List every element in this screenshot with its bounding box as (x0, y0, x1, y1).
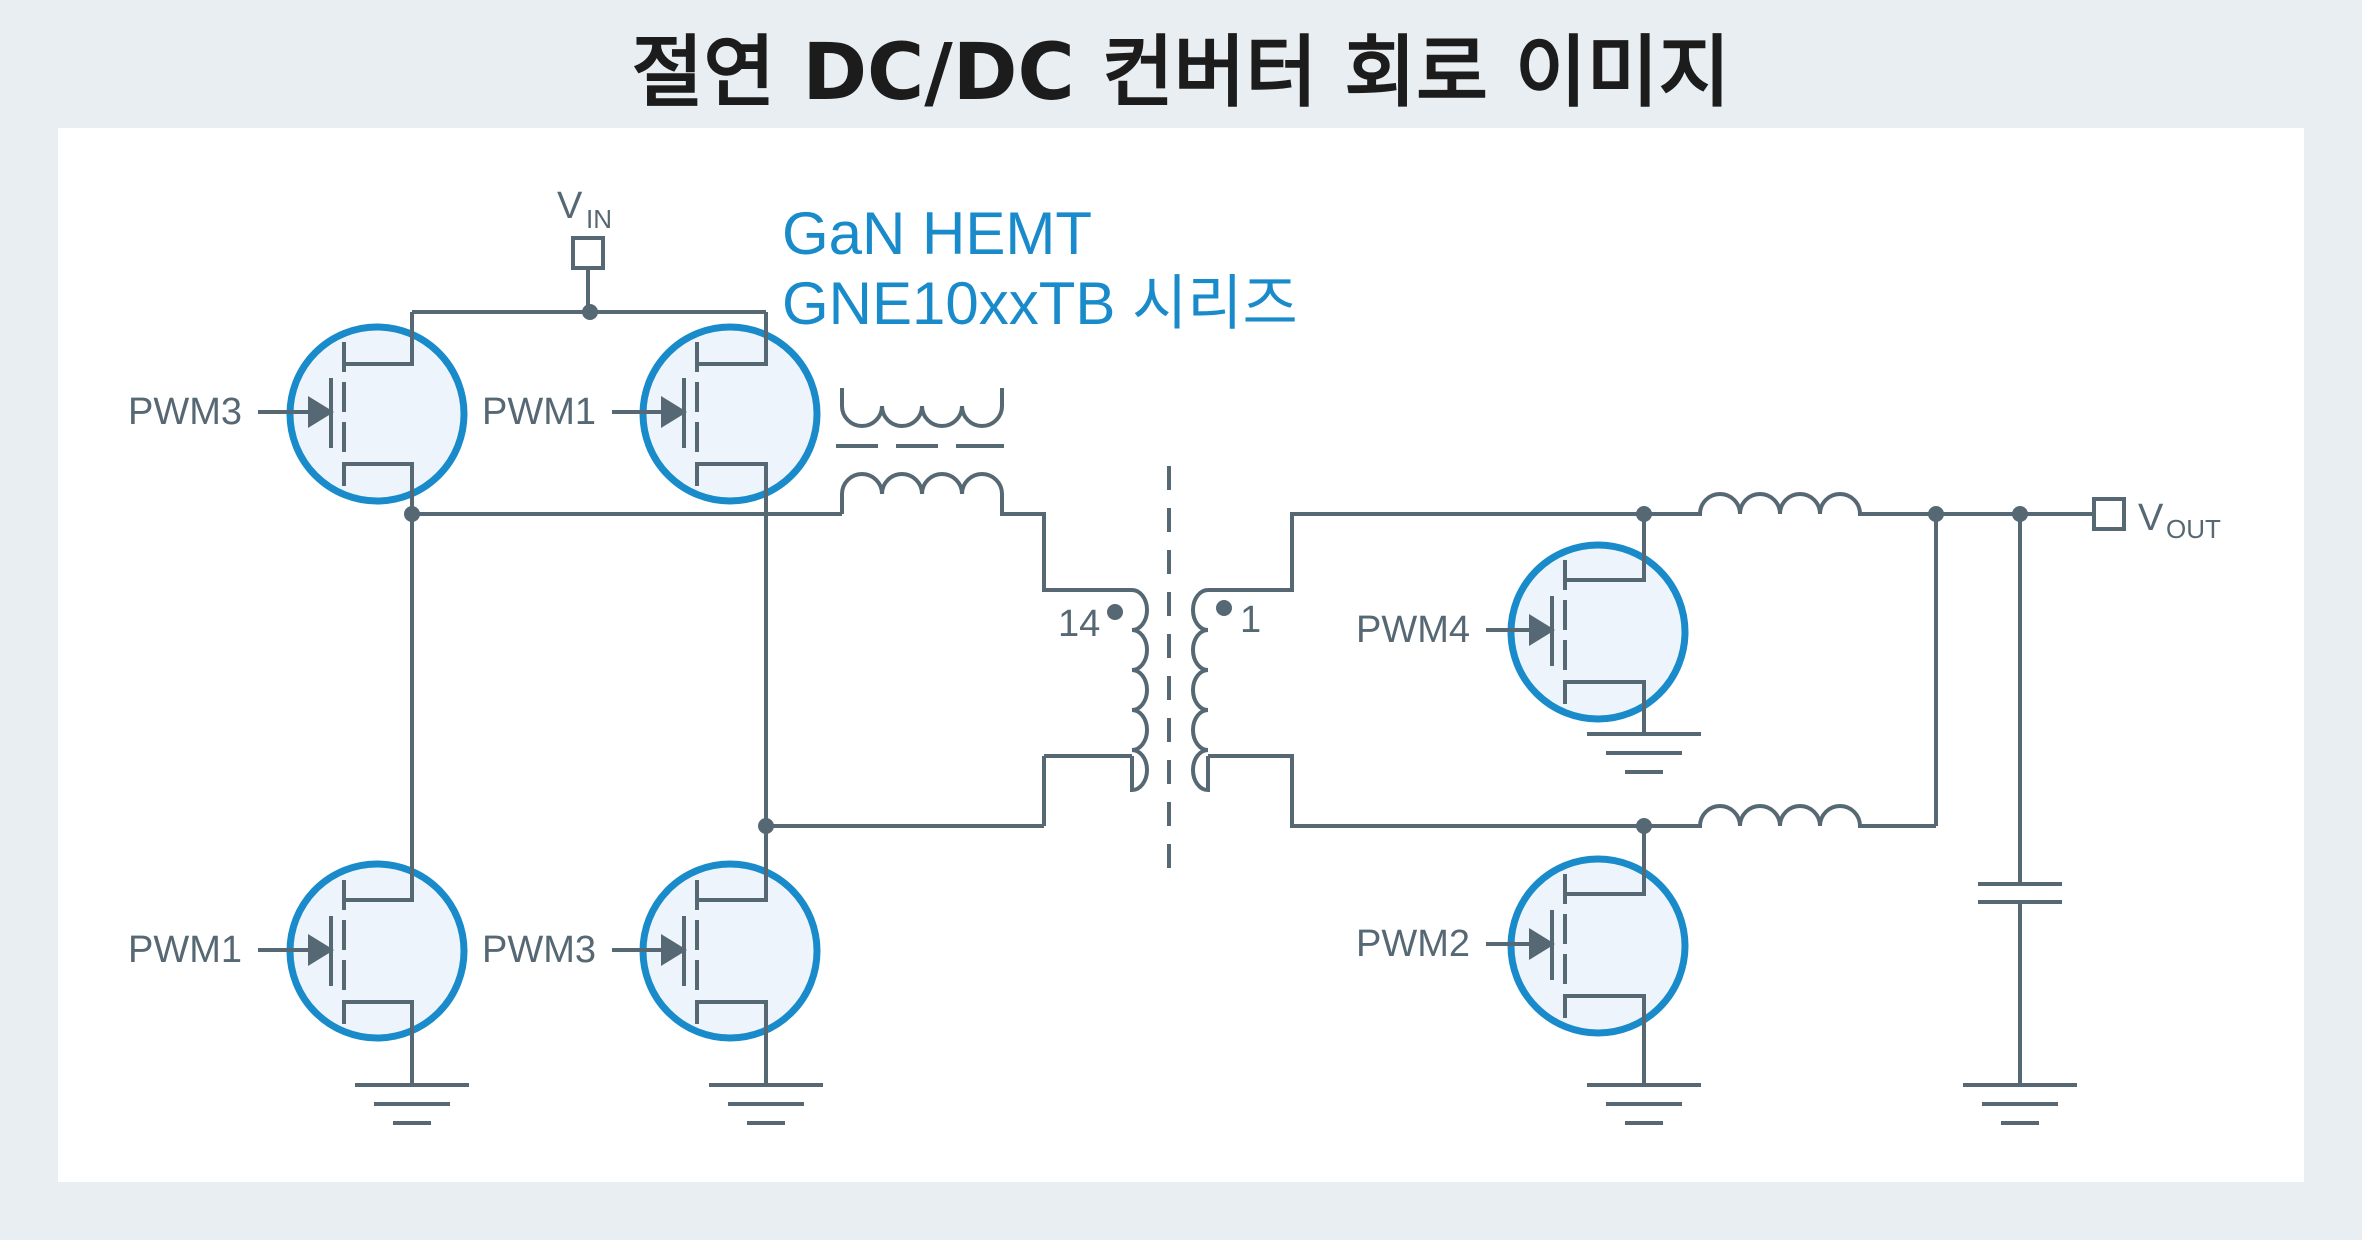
diagram-title: 절연 DC/DC 컨버터 회로 이미지 (631, 28, 1731, 118)
gate-label-q3: PWM1 (128, 929, 242, 971)
output-capacitor (1978, 514, 2062, 1085)
fet-secondary-top: PWM4 (1356, 514, 1689, 734)
fet-secondary-bottom: PWM2 (1356, 826, 1689, 1085)
fet-primary-top-left: PWM3 (128, 312, 468, 512)
vin-label-sub: IN (586, 204, 612, 234)
gate-label-q4: PWM3 (482, 929, 596, 971)
fet-primary-top-right: PWM1 (482, 312, 821, 512)
secondary-turns-label: 1 (1240, 599, 1261, 641)
vout-terminal: V OUT (2092, 497, 2221, 544)
fet-primary-bottom-right: PWM3 (482, 860, 821, 1085)
device-label-line1: GaN HEMT (782, 200, 1092, 267)
fet-primary-bottom-left: PWM1 (128, 860, 468, 1085)
gate-label-q1: PWM3 (128, 391, 242, 433)
gate-label-q6: PWM2 (1356, 923, 1470, 965)
vin-terminal: V IN (557, 185, 612, 312)
vin-label-main: V (557, 185, 583, 227)
vout-label-sub: OUT (2166, 514, 2221, 544)
ground-symbol-q5 (1587, 732, 1701, 774)
transformer-primary: 14 (1042, 588, 1149, 826)
ground-symbol-q6 (1587, 1083, 1701, 1125)
transformer-secondary: 1 (1191, 512, 1644, 828)
gate-label-q5: PWM4 (1356, 609, 1470, 651)
primary-turns-label: 14 (1058, 603, 1100, 645)
device-label-line2: GNE10xxTB 시리즈 (782, 270, 1298, 337)
ground-symbol-cap (1963, 1083, 2077, 1125)
gate-label-q2: PWM1 (482, 391, 596, 433)
vout-label-main: V (2138, 497, 2164, 539)
ground-symbol-q4 (709, 1083, 823, 1125)
ground-symbol-q3 (355, 1083, 469, 1125)
